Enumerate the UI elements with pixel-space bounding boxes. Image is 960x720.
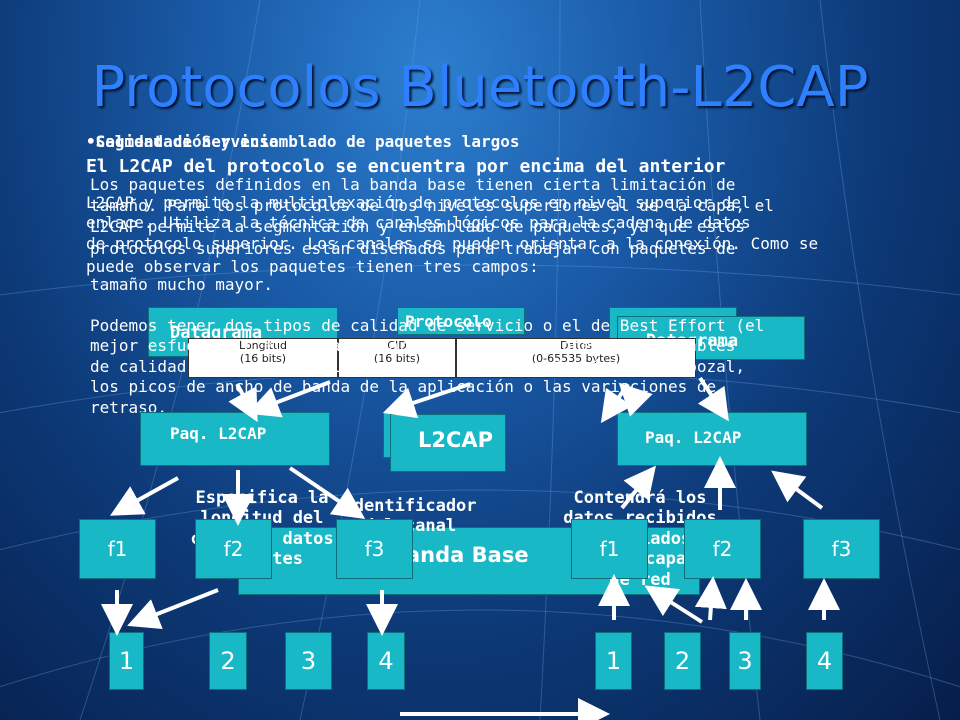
- paq-l2cap-right-label: Paq. L2CAP: [645, 428, 742, 447]
- l2cap-box: [390, 414, 506, 472]
- protocolo-box: [397, 307, 525, 335]
- slide-title: Protocolos Bluetooth-L2CAP: [91, 55, 869, 120]
- banda-base-label: Banda Base: [390, 543, 529, 567]
- paq-l2cap-left-label: Paq. L2CAP: [170, 424, 267, 443]
- para-line-a7: puede observar los paquetes tienen tres …: [86, 257, 539, 276]
- num-right-4: 4: [806, 632, 843, 690]
- num-right-3: 3: [729, 632, 761, 690]
- num-left-4: 4: [367, 632, 405, 690]
- para-line-a4: L2CAP permite la segmentación y ensambla…: [90, 217, 746, 236]
- f3-right: f3: [803, 519, 880, 579]
- f1-left: f1: [79, 519, 156, 579]
- num-right-2: 2: [664, 632, 701, 690]
- para-line-a5: de protocolo superior. Los canales se pu…: [86, 234, 819, 253]
- num-left-2: 2: [209, 632, 247, 690]
- packet-field-datos: Datos(0-65535 bytes): [456, 338, 696, 378]
- l2cap-label: L2CAP: [418, 428, 494, 452]
- qos-paragraph: Podemos tener dos tipos de calidad de se…: [90, 316, 765, 417]
- para-line-a3: enlace. Utiliza la técnica de canales ló…: [86, 213, 751, 232]
- protocolo-label: Protocolo: [405, 312, 492, 331]
- f2-right: f2: [684, 519, 761, 579]
- packet-field-longitud: Longitud(16 bits): [188, 338, 338, 378]
- para-line-a6: protocolos superiores están diseñados pa…: [90, 239, 736, 258]
- intro-line-b: Los paquetes definidos en la banda base …: [90, 175, 736, 194]
- packet-field-cid: CID(16 bits): [338, 338, 456, 378]
- bullet-heading-qos: •Calidad de Servicio: [86, 132, 279, 151]
- num-left-3: 3: [285, 632, 332, 690]
- f2-left: f2: [195, 519, 272, 579]
- f3-left: f3: [336, 519, 413, 579]
- num-left-1: 1: [109, 632, 144, 690]
- para-line-a8: tamaño mucho mayor.: [90, 275, 274, 294]
- para-line-a2: tamaño. Para los protocolos de los nivel…: [90, 196, 774, 215]
- num-right-1: 1: [595, 632, 632, 690]
- para-line-a1: L2CAP y permite la multiplexación de pro…: [86, 193, 751, 212]
- intro-line-a: El L2CAP del protocolo se encuentra por …: [86, 156, 726, 177]
- bullet-heading-segmentation: •Segmentación y ensamblado de paquetes l…: [86, 132, 520, 151]
